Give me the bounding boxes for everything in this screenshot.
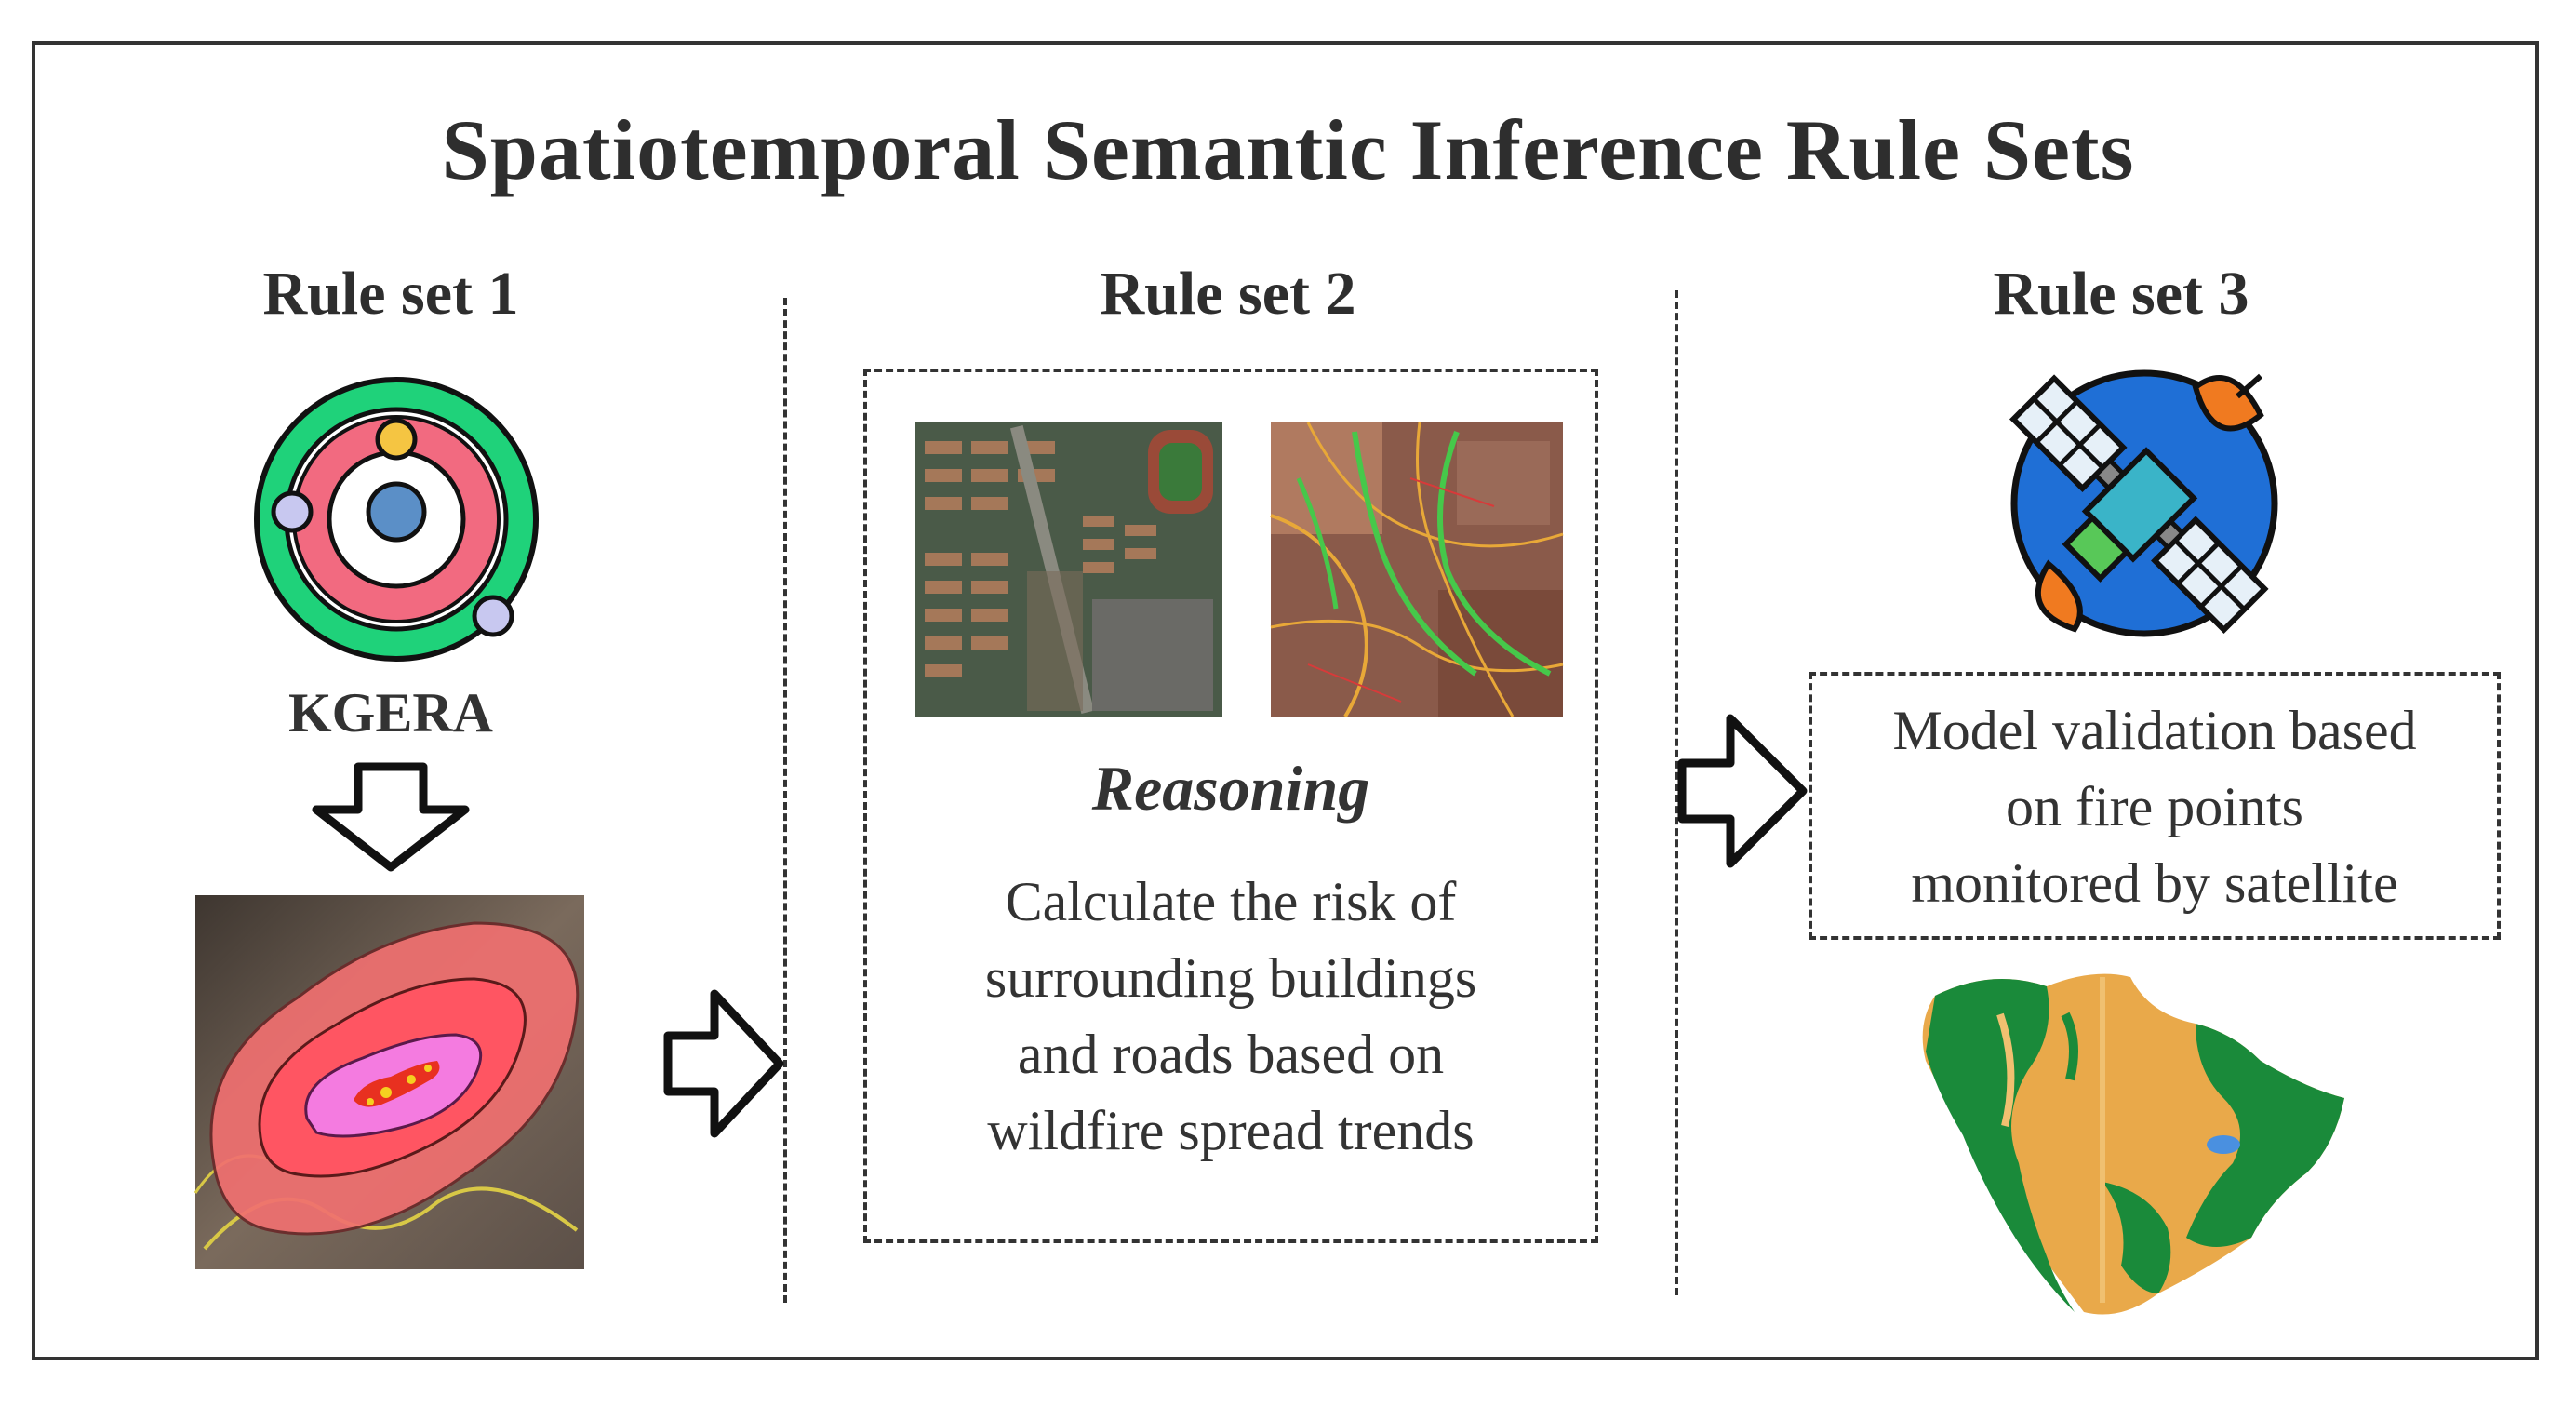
rule-set-3-title: Rule set 3 [1993, 260, 2249, 328]
urban-satellite-image [915, 422, 1222, 717]
satellite-icon [2009, 369, 2278, 637]
description-line: monitored by satellite [1911, 852, 2398, 914]
divider-2 [1675, 290, 1678, 1295]
description-line: on fire points [2006, 776, 2303, 838]
description-line: wildfire spread trends [987, 1100, 1475, 1161]
right-arrow-icon [663, 989, 784, 1138]
rule-set-2-title: Rule set 2 [1100, 260, 1356, 328]
rule-set-2-description: Calculate the risk of surrounding buildi… [863, 864, 1598, 1169]
description-line: surrounding buildings [984, 947, 1477, 1009]
diagram-title: Spatiotemporal Semantic Inference Rule S… [441, 102, 2135, 197]
down-arrow-icon [312, 762, 470, 872]
description-line: Model validation based [1892, 700, 2417, 761]
rule-set-2-box [863, 368, 1598, 1243]
description-line: Calculate the risk of [1005, 871, 1457, 932]
divider-1 [783, 298, 787, 1303]
rule-set-3-description: Model validation based on fire points mo… [1809, 692, 2501, 921]
reasoning-heading: Reasoning [1091, 753, 1370, 824]
terrain-road-map [1270, 422, 1564, 718]
right-arrow-icon [1677, 714, 1808, 868]
kgera-caption: KGERA [287, 682, 494, 744]
validation-region-map [1922, 973, 2344, 1315]
rule-set-1-title: Rule set 1 [262, 260, 519, 328]
orbit-icon [254, 377, 539, 662]
diagram-frame [32, 41, 2539, 1360]
wildfire-spread-map [194, 895, 584, 1269]
description-line: and roads based on [1017, 1024, 1445, 1085]
rule-set-3-box [1809, 672, 2501, 940]
